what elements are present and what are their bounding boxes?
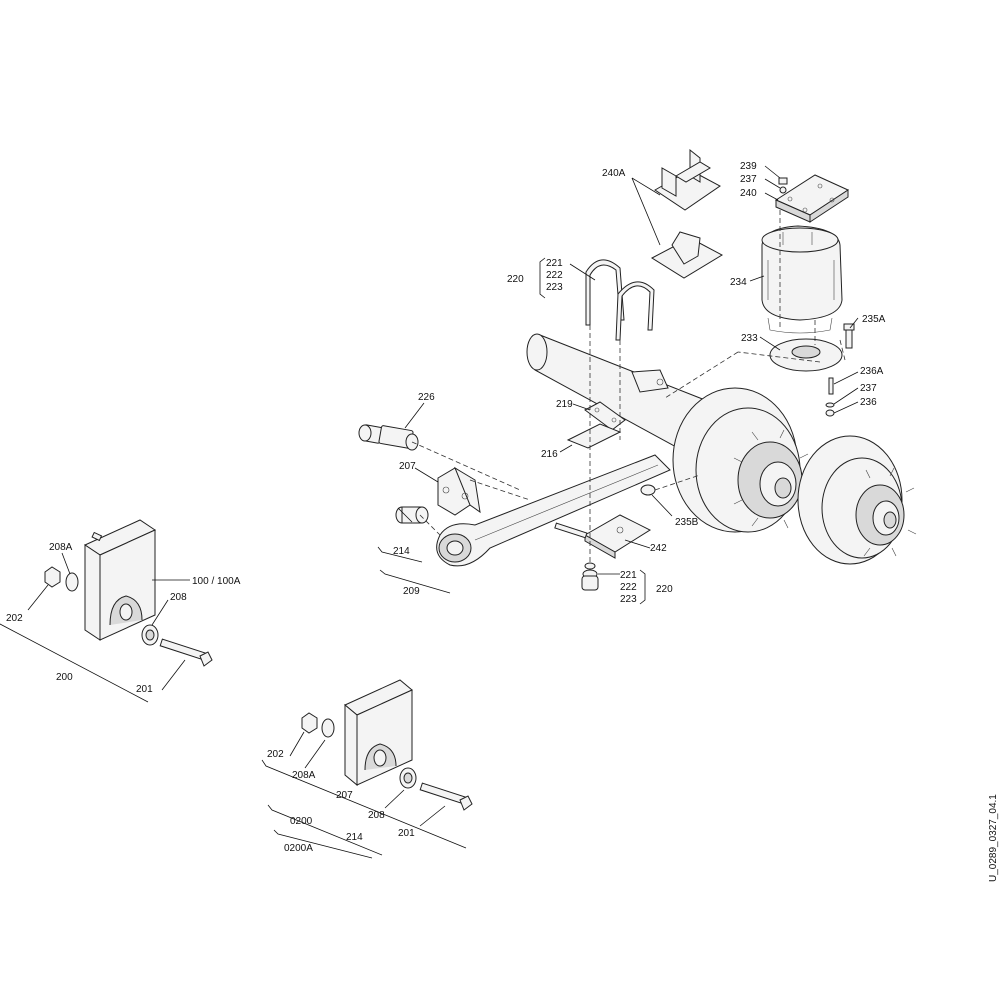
spring-clip-207 — [437, 466, 481, 516]
label-0200: 0200 — [290, 816, 313, 827]
label-220-bottom: 220 — [656, 584, 673, 595]
label-242: 242 — [650, 543, 667, 554]
hanger-bracket-200 — [83, 519, 157, 641]
air-spring-top-plate — [774, 174, 850, 223]
label-202-right: 202 — [267, 749, 284, 760]
label-201-left: 201 — [136, 684, 153, 695]
shock-absorber — [358, 424, 419, 451]
axle-bracket-upper — [654, 148, 721, 211]
hanger-bracket-0200 — [344, 679, 413, 787]
label-209: 209 — [403, 586, 420, 597]
label-219: 219 — [556, 399, 573, 410]
nut-235B — [640, 484, 656, 496]
label-236: 236 — [860, 397, 877, 408]
label-214-hanger: 214 — [346, 832, 363, 843]
drawing-id: U_0289_0327_04.1 — [988, 794, 999, 882]
label-233: 233 — [741, 333, 758, 344]
leader-lines — [0, 165, 859, 859]
plate-242 — [554, 514, 652, 559]
brake-disc-right — [797, 435, 917, 565]
label-208A-right: 208A — [292, 770, 316, 781]
label-240A: 240A — [602, 168, 626, 179]
nut-washer-221-223 — [581, 562, 599, 591]
label-208A-left: 208A — [49, 542, 73, 553]
air-spring-bottom-piston — [769, 338, 843, 372]
label-235B: 235B — [675, 517, 699, 528]
label-214-arm: 214 — [393, 546, 410, 557]
label-221-bottom: 221 — [620, 570, 637, 581]
label-100-100A: 100 / 100A — [192, 576, 241, 587]
label-223-bottom: 223 — [620, 594, 637, 605]
trailing-arm — [436, 454, 671, 567]
label-220-top: 220 — [507, 274, 524, 285]
label-221-top: 221 — [546, 258, 563, 269]
label-222-bottom: 222 — [620, 582, 637, 593]
part-labels: 240A 239 237 240 221 222 223 220 234 235… — [6, 161, 886, 854]
label-207-arm: 207 — [399, 461, 416, 472]
label-208-left: 208 — [170, 592, 187, 603]
label-237-top: 237 — [740, 174, 757, 185]
assembly-guide-lines — [411, 210, 846, 565]
label-200: 200 — [56, 672, 73, 683]
axle-bracket-lower — [650, 231, 724, 279]
label-222-top: 222 — [546, 270, 563, 281]
bushing-214 — [395, 506, 429, 524]
label-201-right: 201 — [398, 828, 415, 839]
brake-drum-left — [672, 387, 811, 533]
label-208-right: 208 — [368, 810, 385, 821]
label-0200A: 0200A — [284, 843, 313, 854]
label-239: 239 — [740, 161, 757, 172]
label-234: 234 — [730, 277, 747, 288]
label-223-top: 223 — [546, 282, 563, 293]
air-spring-bellows — [761, 225, 843, 334]
label-235A: 235A — [862, 314, 886, 325]
hanger-0200-fasteners — [301, 712, 473, 811]
label-237-right: 237 — [860, 383, 877, 394]
label-216: 216 — [541, 449, 558, 460]
label-240: 240 — [740, 188, 757, 199]
label-207-hanger: 207 — [336, 790, 353, 801]
small-fasteners — [778, 177, 855, 417]
label-202-left: 202 — [6, 613, 23, 624]
plate-219-216 — [566, 401, 626, 449]
label-226: 226 — [418, 392, 435, 403]
axle-beam — [526, 333, 706, 461]
u-bolts — [585, 259, 655, 341]
label-236A: 236A — [860, 366, 884, 377]
hanger-200-fasteners — [44, 566, 213, 667]
